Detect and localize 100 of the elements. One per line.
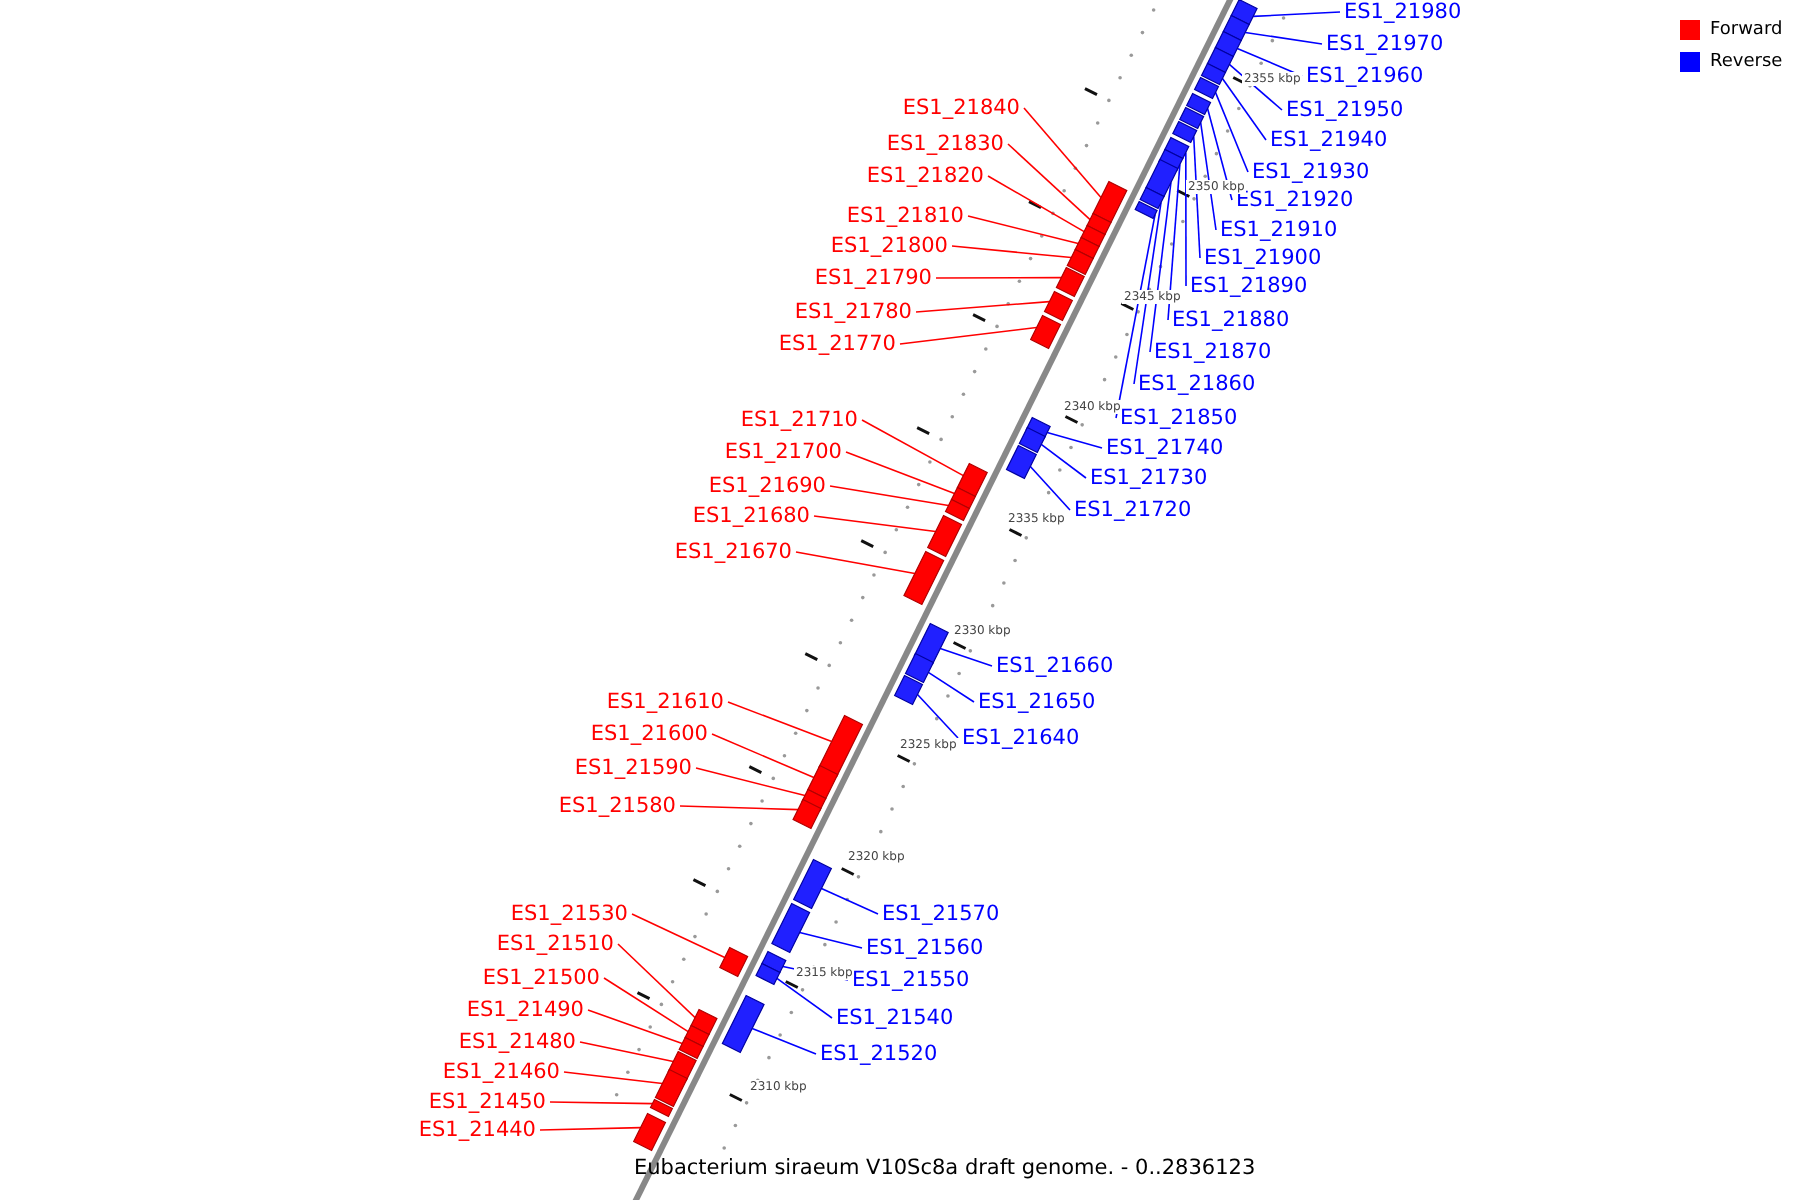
leader-line (1046, 431, 1103, 449)
gene-label: ES1_21570 (882, 902, 1000, 926)
gene-bar (684, 1024, 710, 1048)
gene-label: ES1_21650 (978, 690, 1096, 714)
gene-label: ES1_21720 (1074, 498, 1192, 522)
gene-label: ES1_21440 (418, 1118, 536, 1142)
gene-label: ES1_21930 (1252, 160, 1370, 184)
leader-line (563, 1071, 664, 1085)
gene-bar (1134, 200, 1158, 220)
gene-bar (1043, 290, 1074, 322)
gene-label: ES1_21940 (1270, 128, 1388, 152)
leader-line (987, 175, 1085, 233)
leader-line (939, 647, 993, 667)
gene-bar (1074, 236, 1100, 260)
leader-line (795, 551, 916, 575)
gene-bar (1055, 266, 1086, 298)
gene-label: ES1_21600 (590, 722, 708, 746)
leader-line (549, 1101, 654, 1105)
leader-line (1199, 121, 1217, 231)
gene-bar (956, 462, 988, 498)
gene-label: ES1_21450 (428, 1090, 546, 1114)
gene-bar (904, 652, 935, 684)
gene-bar (1080, 224, 1106, 248)
gene-label: ES1_21500 (482, 966, 600, 990)
leader-line (1214, 91, 1249, 173)
leader-line (1115, 213, 1156, 419)
gene-label: ES1_21670 (674, 540, 792, 564)
gene-bar (1029, 314, 1062, 350)
gene-label: ES1_21690 (708, 474, 826, 498)
gene-bar (1172, 120, 1198, 144)
gene-label: ES1_21660 (996, 654, 1114, 678)
leader-line (845, 451, 956, 495)
gene-bar (807, 764, 839, 800)
leader-line (1185, 151, 1187, 287)
gene-label: ES1_21510 (496, 932, 614, 956)
gene-label: ES1_21640 (962, 726, 1080, 750)
gene-label: ES1_21530 (510, 902, 628, 926)
leader-line (587, 1009, 683, 1045)
leader-line (813, 515, 937, 533)
leader-line (935, 276, 1063, 279)
gene-label: ES1_21900 (1204, 246, 1322, 270)
leader-line (776, 977, 833, 1019)
gene-label: ES1_21870 (1154, 340, 1272, 364)
gene-bar (913, 622, 949, 666)
leader-line (539, 1126, 642, 1131)
gene-label: ES1_21920 (1236, 188, 1354, 212)
gene-label: ES1_21890 (1190, 274, 1308, 298)
leader-line (1133, 201, 1162, 385)
leader-line (727, 701, 833, 743)
leader-line (631, 913, 726, 959)
legend-label: Reverse (1710, 52, 1783, 74)
gene-bar (1018, 426, 1046, 454)
gene-label: ES1_21980 (1344, 0, 1462, 24)
gene-bar (755, 962, 781, 986)
gene-label: ES1_21580 (558, 794, 676, 818)
leader-line (967, 215, 1079, 245)
gene-bar (792, 858, 833, 910)
leader-line (1023, 107, 1102, 199)
gene-label: ES1_21780 (794, 300, 912, 324)
gene-label: ES1_21910 (1220, 218, 1338, 242)
gene-bar (1206, 46, 1235, 74)
leader-line (861, 419, 965, 477)
gene-label: ES1_21950 (1286, 98, 1404, 122)
leader-line (603, 977, 689, 1033)
leader-line (798, 931, 863, 949)
gene-bar (1193, 76, 1220, 100)
leader-line (1192, 135, 1201, 259)
gene-bar (792, 798, 822, 830)
gene-bar (818, 714, 864, 778)
gene-bar (1214, 30, 1243, 58)
gene-label: ES1_21810 (846, 204, 964, 228)
gene-bar (1139, 186, 1165, 210)
gene-label: ES1_21610 (606, 690, 724, 714)
leader-line (711, 733, 815, 779)
gene-label: ES1_21730 (1090, 466, 1208, 490)
caption: Eubacterium siraeum V10Sc8a draft genome. - 0..2836123 (634, 1156, 1256, 1180)
gene-label: ES1_21680 (692, 504, 810, 528)
leader-line (927, 671, 975, 703)
gene-bar (1086, 212, 1112, 236)
gene-label: ES1_21770 (778, 332, 896, 356)
leader-line (829, 485, 950, 507)
gene-label: ES1_21590 (574, 756, 692, 780)
leader-line (1007, 143, 1091, 221)
gene-bar (1222, 14, 1250, 42)
leader-line (695, 767, 806, 797)
leader-line (679, 805, 799, 811)
gene-bar (1200, 62, 1227, 86)
gene-label: ES1_21480 (458, 1030, 576, 1054)
gene-label: ES1_21850 (1120, 406, 1238, 430)
leader-line (1221, 77, 1267, 141)
gene-bar (721, 994, 765, 1054)
leader-line (916, 693, 959, 739)
gene-bar (1164, 136, 1190, 160)
gene-label: ES1_21560 (866, 936, 984, 960)
gene-label: ES1_21820 (866, 164, 984, 188)
gene-bar (761, 950, 787, 974)
gene-label: ES1_21490 (466, 998, 584, 1022)
gene-bar (944, 498, 971, 522)
leader-line (1149, 181, 1172, 353)
gene-label: ES1_21700 (724, 440, 842, 464)
